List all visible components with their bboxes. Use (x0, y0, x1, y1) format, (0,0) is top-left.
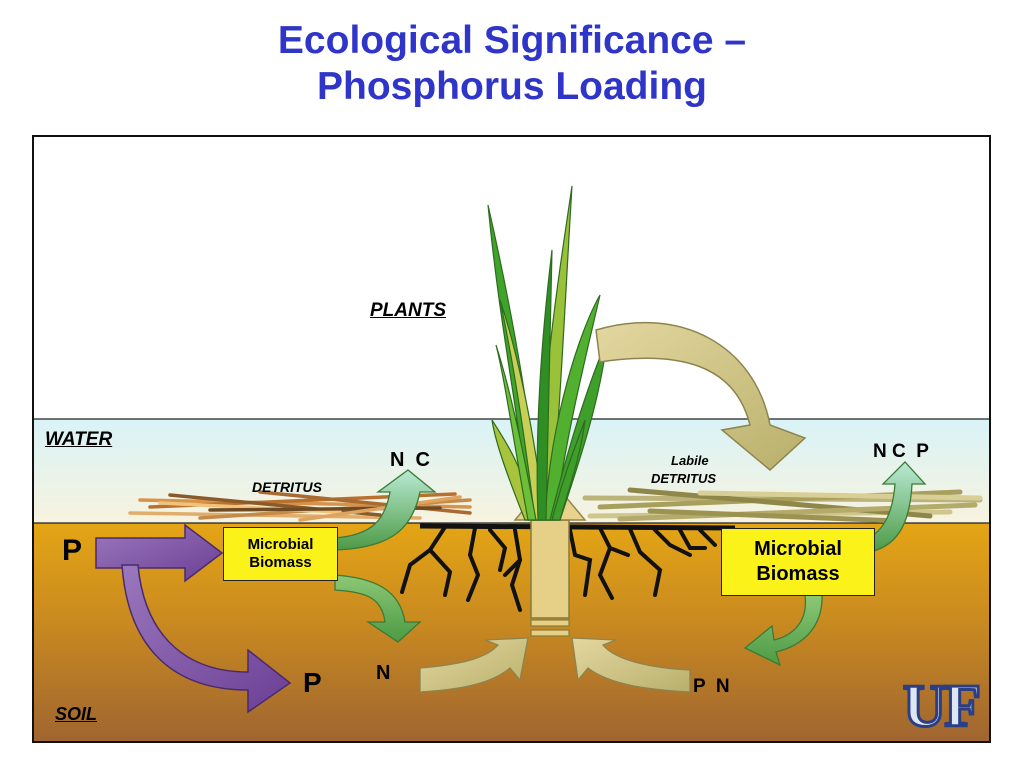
n-uptake-arrow (419, 637, 529, 693)
senescence-arrow (595, 321, 807, 471)
p-input-label: P (62, 534, 83, 567)
uf-logo: UF (902, 673, 983, 740)
pn-release-arrow (743, 594, 823, 667)
labile-label: Labile (671, 453, 709, 468)
mineralization-arrow-right (867, 461, 927, 553)
microbial-right-line2: Biomass (756, 563, 840, 585)
microbial-left-line1: Microbial (247, 536, 314, 553)
slide-title: Ecological Significance – Phosphorus Loa… (0, 18, 1024, 110)
p-soil-label: P (303, 667, 322, 698)
soil-label: SOIL (55, 704, 98, 724)
labile-detritus-label: DETRITUS (651, 471, 716, 486)
plant-leaves (487, 185, 608, 521)
detritus-label: DETRITUS (252, 479, 322, 495)
pn-uptake-arrow (571, 637, 691, 693)
plants-label: PLANTS (370, 300, 446, 321)
title-line-1: Ecological Significance – (277, 19, 747, 62)
mineralization-arrow-left (334, 469, 437, 551)
p-burial-arrow (121, 564, 292, 714)
ncp-label: N C P (873, 441, 929, 462)
water-label: WATER (45, 429, 113, 450)
microbial-right-line1: Microbial (754, 538, 842, 560)
diagram-frame (32, 135, 991, 743)
nc-label: N C (390, 449, 430, 471)
microbial-left-line2: Biomass (249, 554, 312, 571)
n-soil-label: N (376, 662, 391, 684)
n-release-arrow (334, 574, 422, 643)
microbial-biomass-left: Microbial Biomass (223, 527, 338, 581)
pn-soil-label: P N (693, 676, 730, 697)
title-line-2: Phosphorus Loading (317, 65, 707, 108)
microbial-biomass-right: Microbial Biomass (721, 528, 875, 596)
